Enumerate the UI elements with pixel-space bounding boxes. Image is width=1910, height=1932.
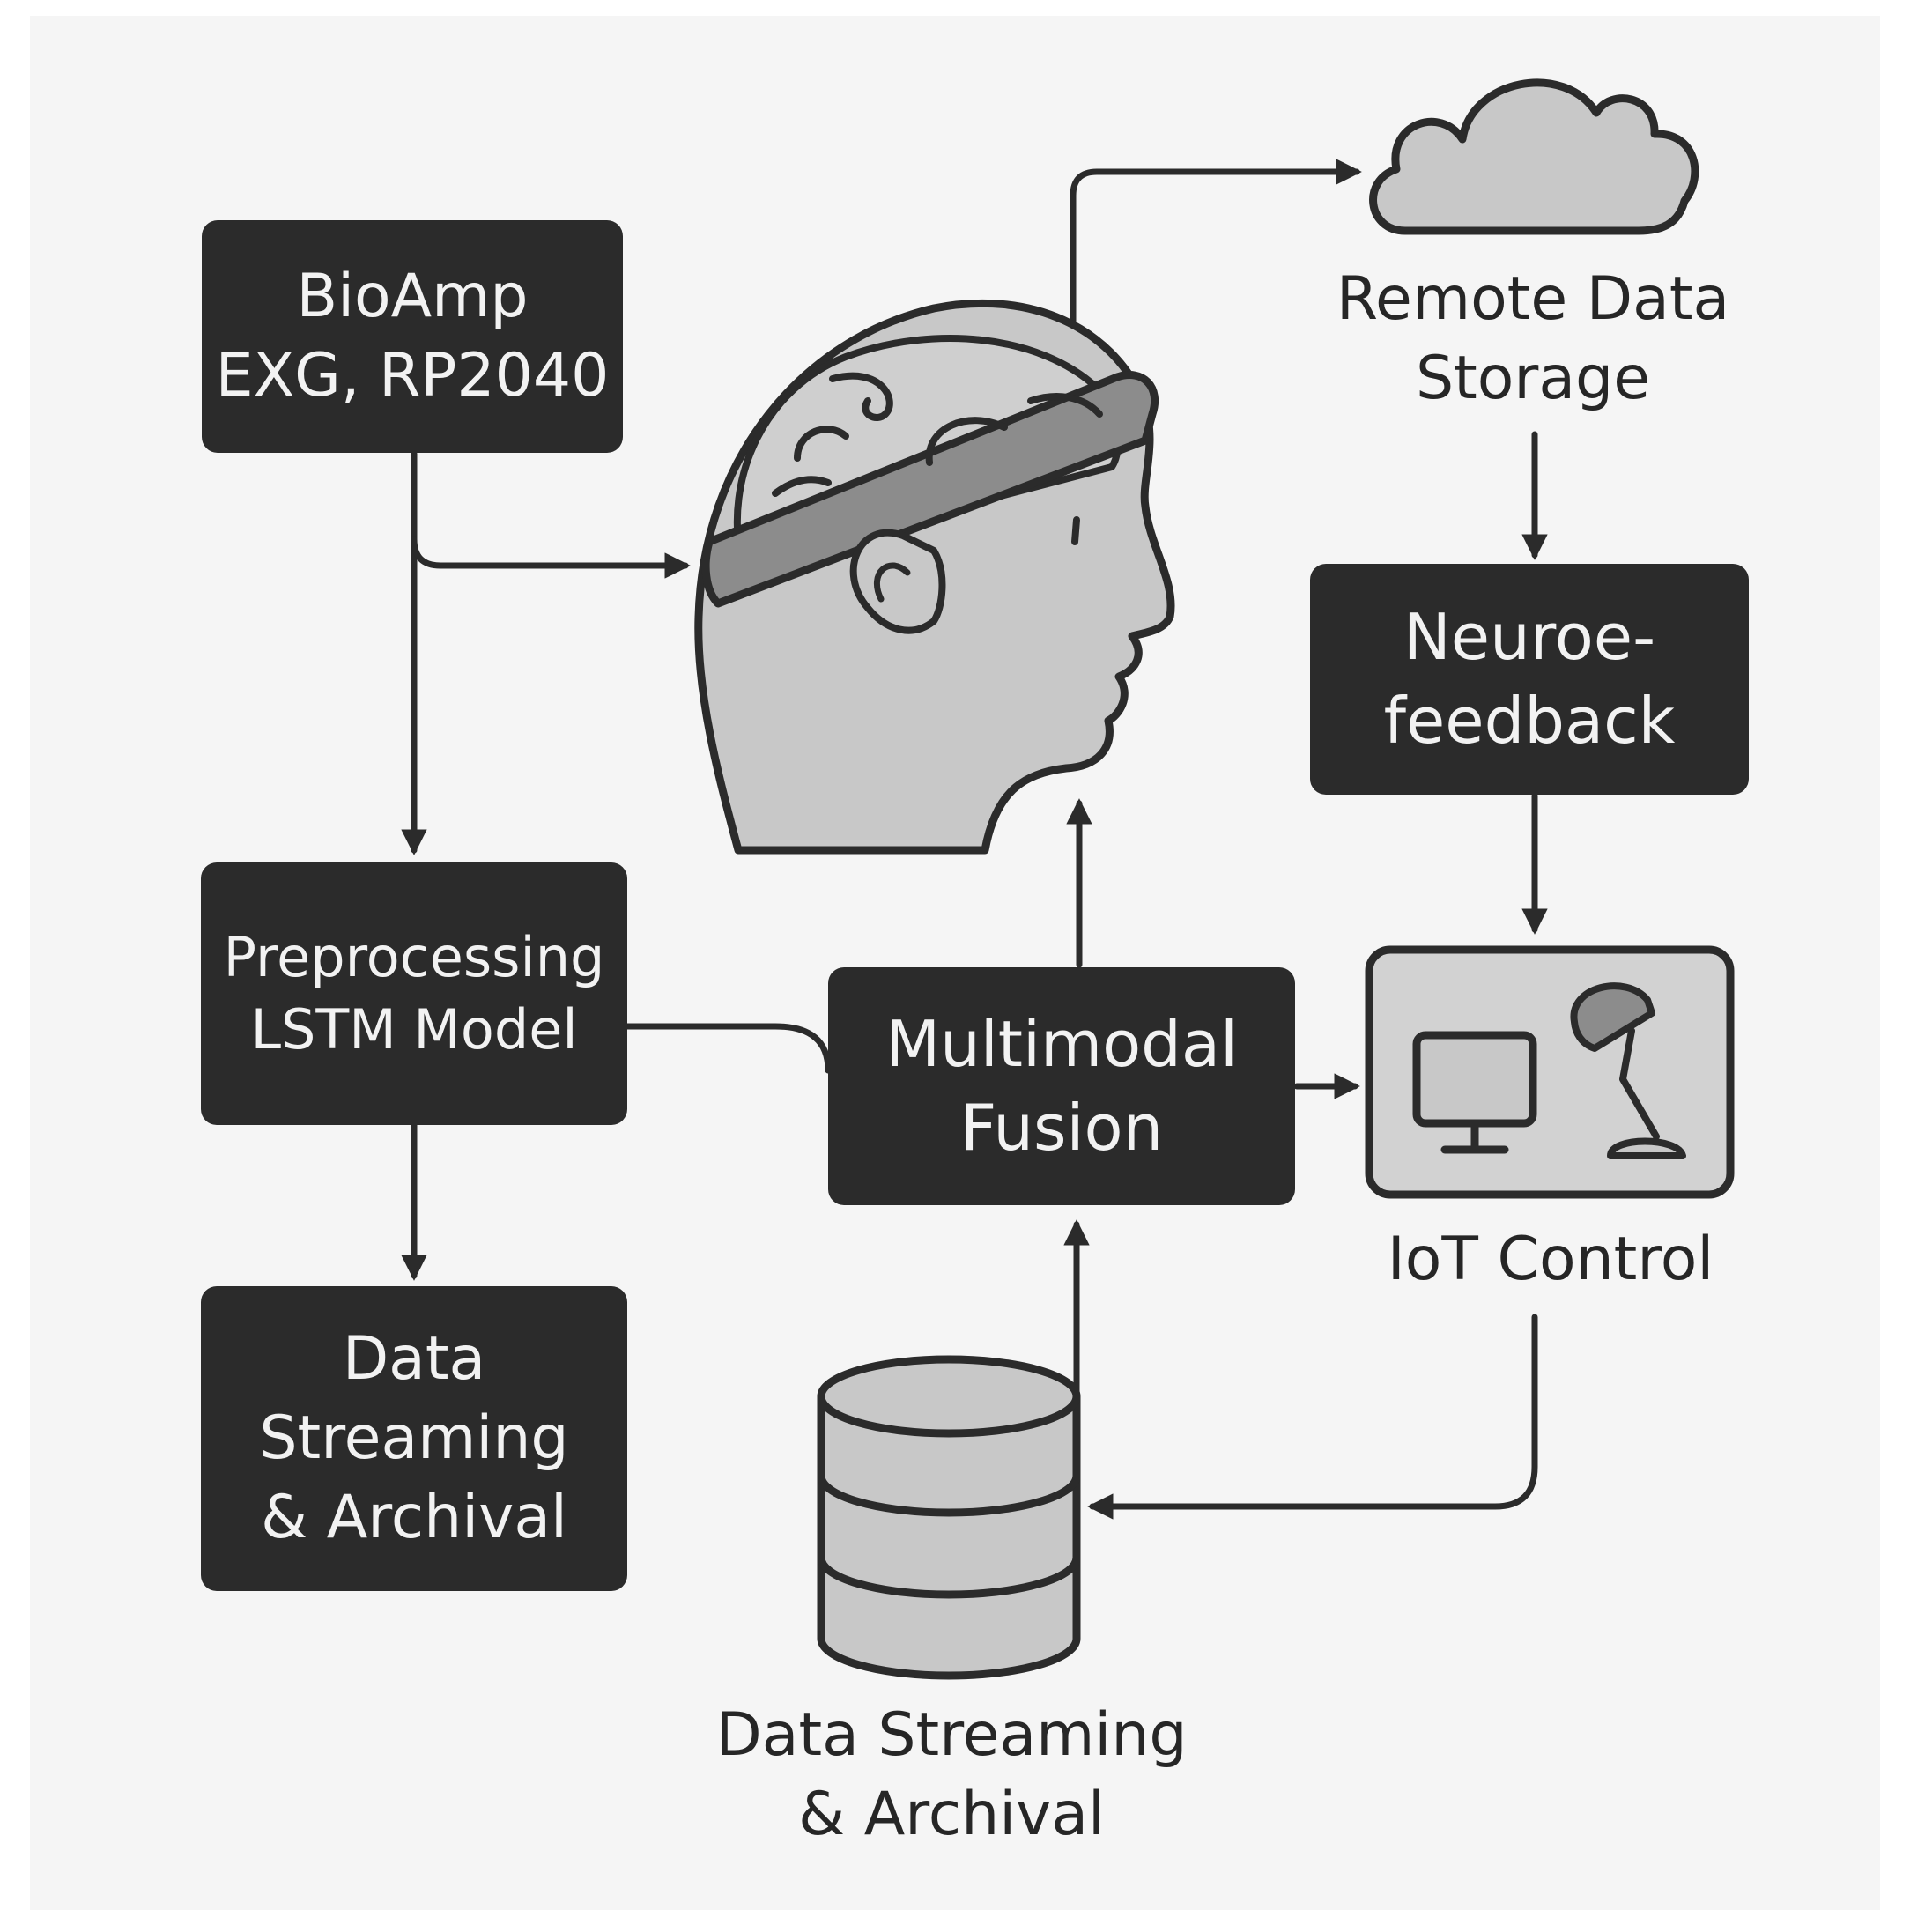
data-streaming-box-line-2: Streaming <box>259 1403 569 1474</box>
preprocessing-box: Preprocessing LSTM Model <box>201 862 627 1125</box>
fusion-line-2: Fusion <box>959 1091 1164 1165</box>
remote-storage-label: Remote Data Storage <box>1304 260 1762 418</box>
connector-preprocessing-to-fusion <box>624 1023 832 1074</box>
bioamp-line-2: EXG, RP2040 <box>215 341 610 411</box>
multimodal-fusion-box: Multimodal Fusion <box>828 967 1295 1205</box>
data-streaming-box-line-1: Data <box>342 1324 486 1395</box>
bioamp-box: BioAmp EXG, RP2040 <box>202 220 623 453</box>
data-streaming-box: Data Streaming & Archival <box>201 1286 627 1591</box>
database-line-1: Data Streaming <box>715 1700 1188 1770</box>
database-icon <box>817 1355 1081 1680</box>
cloud-icon <box>1369 78 1699 235</box>
desk-lamp-icon <box>1570 982 1686 1159</box>
iot-control-label: IoT Control <box>1339 1220 1762 1299</box>
fusion-line-1: Multimodal <box>885 1006 1238 1081</box>
monitor-icon <box>1412 1031 1537 1154</box>
database-label: Data Streaming & Archival <box>678 1696 1225 1854</box>
arrow-head-to-cloud <box>1070 159 1362 331</box>
database-line-2: & Archival <box>798 1779 1105 1849</box>
neurofeedback-box: Neuroe- feedback <box>1310 564 1749 795</box>
remote-storage-line-1: Remote Data <box>1336 264 1730 334</box>
remote-storage-line-2: Storage <box>1415 343 1651 413</box>
head-with-eeg-headband-icon <box>694 299 1175 855</box>
preprocessing-line-1: Preprocessing <box>223 925 605 990</box>
arrow-iot-to-database <box>1087 1314 1538 1520</box>
iot-device-panel <box>1365 945 1735 1199</box>
neurofeedback-line-1: Neuroe- <box>1403 599 1656 674</box>
bioamp-line-1: BioAmp <box>296 262 529 332</box>
iot-control-text: IoT Control <box>1387 1225 1714 1294</box>
data-streaming-box-line-3: & Archival <box>261 1482 567 1552</box>
neurofeedback-line-2: feedback <box>1383 684 1676 758</box>
preprocessing-line-2: LSTM Model <box>250 997 578 1062</box>
arrow-bioamp-to-head <box>411 536 691 579</box>
